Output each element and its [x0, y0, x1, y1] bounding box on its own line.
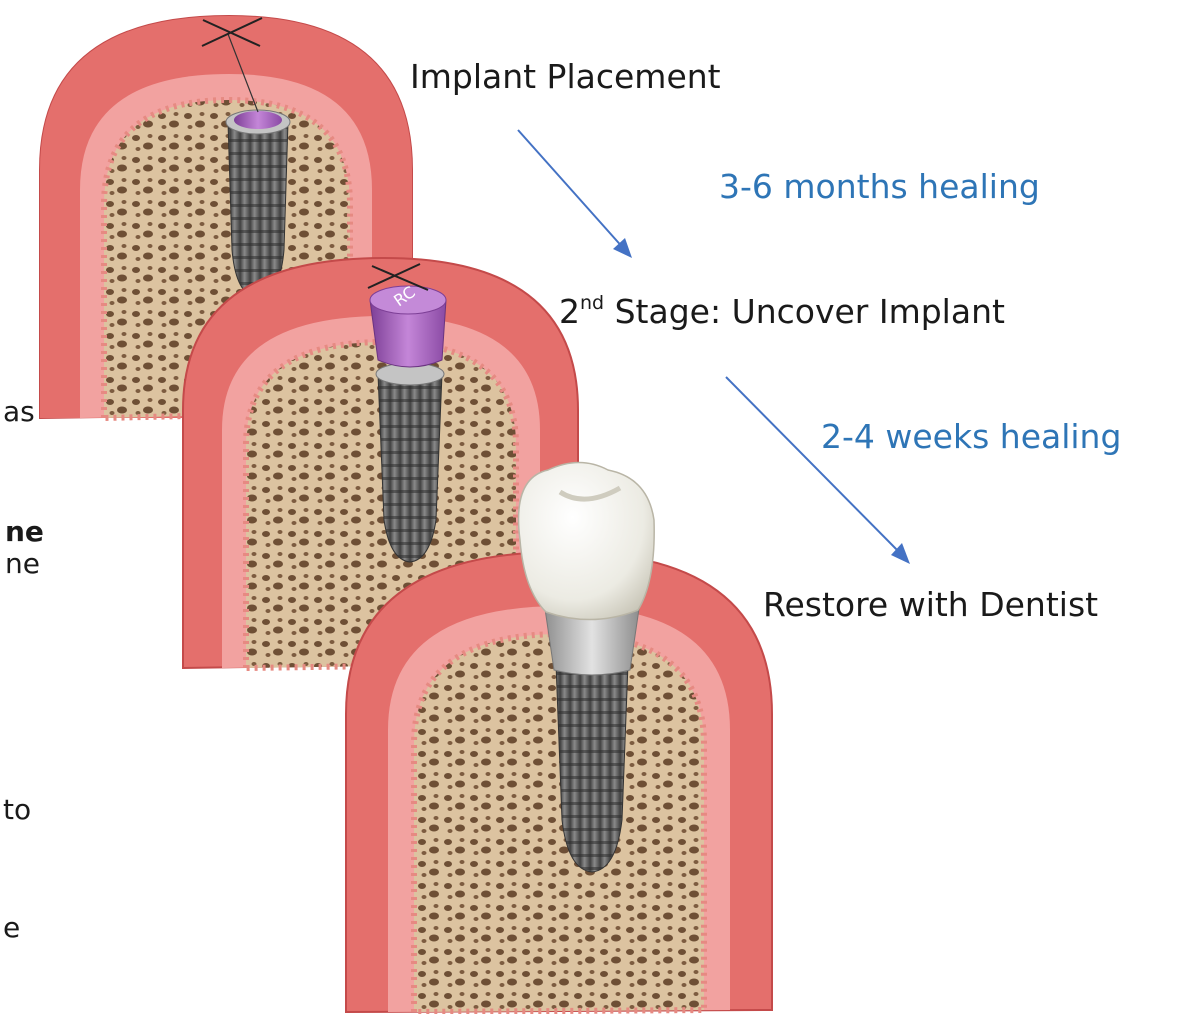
- arrow-1: [518, 130, 632, 258]
- label-uncover-implant-num: 2: [559, 292, 580, 331]
- left-fragment: to: [3, 796, 31, 824]
- left-fragment: as: [3, 398, 35, 426]
- left-fragment: ne: [5, 550, 40, 578]
- label-healing-2-4-weeks: 2-4 weeks healing: [821, 420, 1121, 453]
- left-fragment: e: [3, 914, 20, 942]
- label-uncover-implant-text: Stage: Uncover Implant: [604, 292, 1005, 331]
- label-uncover-implant-sup: nd: [580, 292, 604, 314]
- left-fragment: ne: [5, 518, 44, 546]
- arrow-2: [726, 377, 910, 564]
- label-implant-placement: Implant Placement: [410, 60, 721, 93]
- label-uncover-implant: 2nd Stage: Uncover Implant: [559, 295, 1005, 328]
- label-healing-3-6-months: 3-6 months healing: [719, 170, 1040, 203]
- label-restore-with-dentist: Restore with Dentist: [763, 588, 1098, 621]
